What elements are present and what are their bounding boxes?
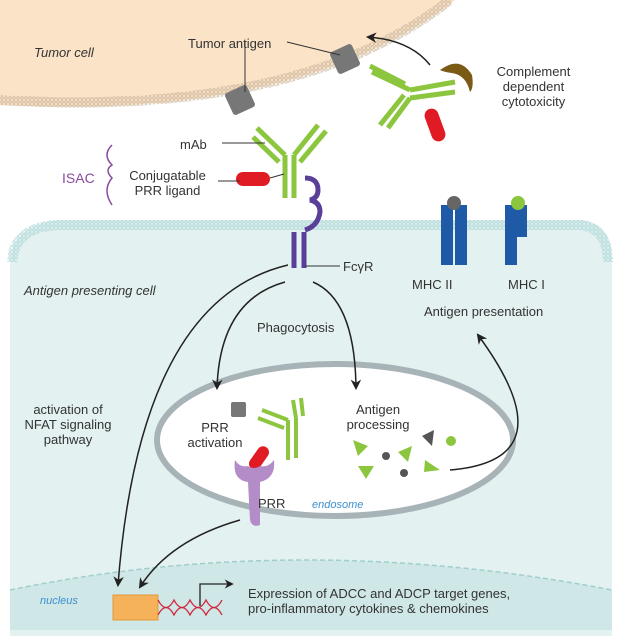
prr-activation-line1: PRR <box>201 420 229 435</box>
gene-box <box>112 594 159 621</box>
presentation-arrow <box>449 333 519 471</box>
nfat-line2: NFAT signaling <box>24 417 112 432</box>
internalized-antibody <box>257 397 305 460</box>
mab-antibody <box>251 123 328 198</box>
conjugatable-line2: PRR ligand <box>134 183 201 198</box>
endosome-label: endosome <box>312 499 364 511</box>
cdc-line1: Complement <box>496 64 571 79</box>
mab-label: mAb <box>180 137 207 152</box>
tumor-membrane <box>0 0 454 108</box>
isac-label: ISAC <box>62 170 95 186</box>
nfat-arrow <box>113 264 289 588</box>
conjugatable-label: Conjugatable PRR ligand <box>120 168 215 198</box>
mhc2-molecule <box>441 196 467 265</box>
apc-membrane <box>7 220 613 263</box>
antigen-fragments <box>353 430 456 479</box>
apc-label: Antigen presenting cell <box>24 283 156 298</box>
cdc-line3: cytotoxicity <box>501 94 566 109</box>
cdc-label: Complement dependent cytotoxicity <box>486 64 581 109</box>
fcgr-receptor <box>291 175 323 268</box>
dna-helix <box>157 598 223 617</box>
transcription-arrow <box>199 579 234 606</box>
prr-activation-line2: activation <box>187 435 243 450</box>
antigen-processing-label: Antigen processing <box>338 402 418 432</box>
nucleus <box>10 560 612 630</box>
prr-ligand-3 <box>248 446 270 470</box>
prr-receptor <box>234 460 275 526</box>
conjugatable-line1: Conjugatable <box>129 168 206 183</box>
prr-ligand-1 <box>236 172 270 186</box>
prr-ligand-2 <box>424 108 446 142</box>
cdc-arrow <box>365 32 431 66</box>
expression-line2: pro-inflammatory cytokines & chemokines <box>248 601 489 616</box>
isac-brace <box>106 144 114 206</box>
phago-arrow-left <box>212 281 286 391</box>
tumor-antigen-1 <box>225 85 255 115</box>
phagocytosis-label: Phagocytosis <box>257 320 335 335</box>
expression-label: Expression of ADCC and ADCP target genes… <box>248 586 510 616</box>
prr-nucleus-arrow <box>138 519 241 589</box>
mhc1-label: MHC I <box>508 277 545 292</box>
tumor-cell-label: Tumor cell <box>34 45 94 60</box>
tumor-cell <box>0 0 455 107</box>
complement-icon <box>440 63 473 92</box>
mhc2-label: MHC II <box>412 277 453 292</box>
cdc-line2: dependent <box>502 79 565 94</box>
antigen-processing-line2: processing <box>346 417 410 432</box>
antigen-fragment <box>231 402 246 417</box>
nfat-label: activation of NFAT signaling pathway <box>18 402 118 447</box>
cdc-antibody <box>368 63 456 130</box>
tumor-antigen-label: Tumor antigen <box>188 36 272 51</box>
nucleus-membrane <box>9 559 613 591</box>
antigen-presentation-label: Antigen presentation <box>424 304 544 319</box>
mhc1-molecule <box>505 196 527 265</box>
prr-activation-label: PRR activation <box>180 420 250 450</box>
nfat-line1: activation of <box>33 402 103 417</box>
tumor-antigen-2 <box>330 44 360 74</box>
prr-label: PRR <box>258 496 286 511</box>
expression-line1: Expression of ADCC and ADCP target genes… <box>248 586 511 601</box>
phago-arrow-right <box>312 281 362 391</box>
antigen-processing-line1: Antigen <box>355 402 401 417</box>
fcgr-label: FcγR <box>343 259 374 274</box>
nfat-line3: pathway <box>43 432 93 447</box>
nucleus-label: nucleus <box>40 595 78 607</box>
